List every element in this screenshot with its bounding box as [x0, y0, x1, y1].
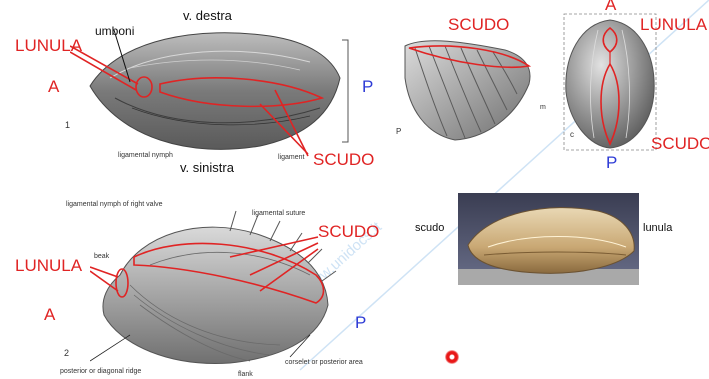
label-lunula-bottom-left: LUNULA	[15, 256, 82, 276]
label-anterior-top-left: A	[48, 77, 59, 97]
shell-lateral-view-figure	[395, 28, 535, 148]
label-anterior-top-right: A	[605, 0, 616, 15]
label-v-destra: v. destra	[183, 8, 232, 23]
shell-side-view-figure	[90, 205, 340, 375]
label-small-p-top-right: P	[396, 127, 401, 136]
shell-photo	[458, 193, 639, 285]
label-umboni: umboni	[95, 24, 134, 38]
label-fig2-beak: beak	[94, 253, 109, 260]
shell-dorsal-view-figure	[70, 18, 360, 163]
label-scudo-top-right-front: SCUDO	[651, 134, 709, 154]
label-fig1-number: 1	[65, 120, 70, 130]
label-fig1-ligament: ligament	[278, 154, 304, 161]
label-anterior-bottom-left: A	[44, 305, 55, 325]
label-posterior-top-left: P	[362, 77, 373, 97]
laser-pointer-dot	[445, 350, 459, 364]
label-scudo-top-left: SCUDO	[313, 150, 374, 170]
shell-lateral-drawing	[395, 28, 535, 148]
label-v-sinistra: v. sinistra	[180, 160, 234, 175]
label-fig2-corselet: corselet or posterior area	[285, 359, 363, 366]
label-scudo-top-right: SCUDO	[448, 15, 509, 35]
label-fig2-suture: ligamental suture	[252, 210, 305, 217]
label-fig2-nymph: ligamental nymph of right valve	[66, 201, 163, 208]
label-posterior-top-right: P	[606, 153, 617, 173]
shell-dorsal-drawing	[70, 18, 360, 163]
label-fig2-number: 2	[64, 348, 69, 358]
label-small-m-top-right: m	[540, 104, 546, 111]
label-fig1-ligamental-nymph: ligamental nymph	[118, 152, 173, 159]
label-small-c-top-right: c	[570, 130, 574, 139]
label-posterior-bottom-left: P	[355, 313, 366, 333]
label-lunula-top-left: LUNULA	[15, 36, 82, 56]
label-scudo-bottom-left: SCUDO	[318, 222, 379, 242]
label-lunula-top-right: LUNULA	[640, 15, 707, 35]
label-photo-lunula: lunula	[643, 222, 672, 234]
label-fig2-ridge: posterior or diagonal ridge	[60, 368, 141, 375]
label-fig2-flank: flank	[238, 371, 253, 378]
label-photo-scudo: scudo	[415, 222, 444, 234]
shell-photo-drawing	[458, 193, 639, 285]
shell-side-drawing	[90, 205, 340, 375]
